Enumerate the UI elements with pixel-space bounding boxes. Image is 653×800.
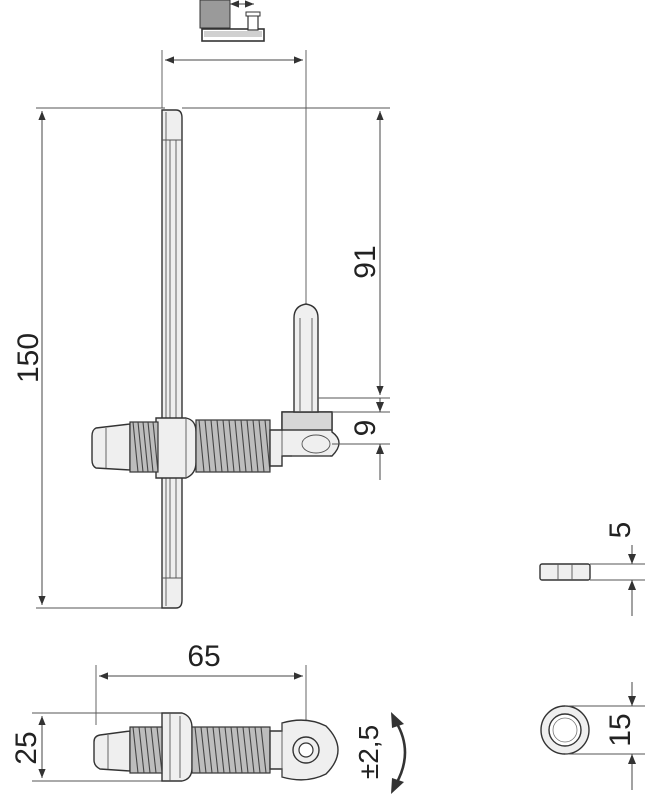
- dim-eye-offset: 9: [349, 420, 382, 437]
- mounting-position-icon: [199, 0, 265, 42]
- dim-pin-height: 91: [349, 245, 382, 278]
- dimension-25: 25: [10, 716, 46, 778]
- dimension-9: 9: [332, 398, 390, 480]
- washer-front-view: 15: [540, 682, 645, 790]
- dimension-150: 150: [12, 111, 46, 605]
- dimension-91: 91: [182, 107, 390, 399]
- dim-side-width: 25: [10, 731, 43, 764]
- hinge-bottom-view: [32, 665, 339, 782]
- top-dimension: [161, 50, 307, 310]
- dimension-65: 65: [99, 640, 303, 680]
- rotation-arrow-icon: [391, 712, 407, 794]
- dim-width: 65: [187, 640, 220, 673]
- washer-side-view: 5: [539, 522, 645, 616]
- hinge-front-view: [36, 107, 340, 609]
- adjustment-annotation: ±2,5: [353, 712, 407, 794]
- dim-height-total: 150: [12, 333, 45, 383]
- dim-adjustment: ±2,5: [353, 725, 384, 779]
- dim-washer-thickness: 5: [604, 522, 637, 539]
- dim-washer-diameter: 15: [604, 713, 637, 746]
